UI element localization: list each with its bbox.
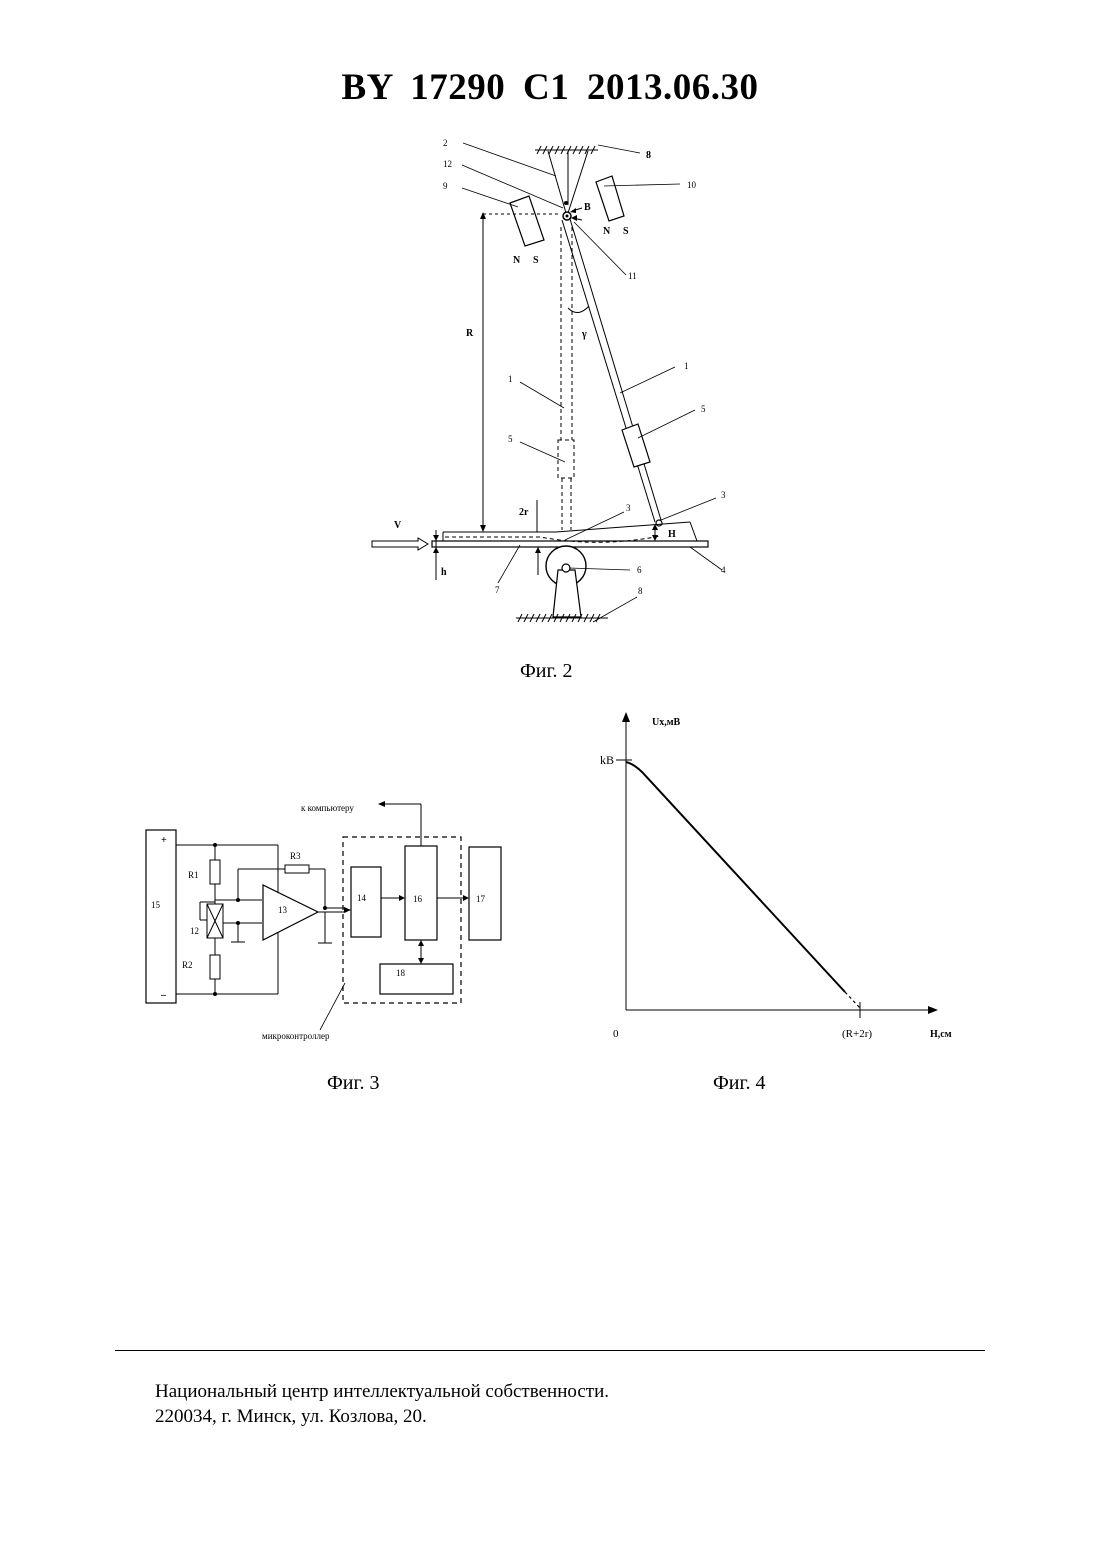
block-14-label: 14	[357, 893, 367, 903]
callout-8-bottom: 8	[638, 586, 643, 596]
y-axis-label: Ux,мВ	[652, 717, 681, 728]
footer-organization: Национальный центр интеллектуальной собс…	[155, 1381, 609, 1403]
callout-9: 9	[443, 181, 448, 191]
block-15-label: 15	[151, 900, 161, 910]
callout-5-left: 5	[508, 434, 513, 444]
sensor-12-label: 12	[190, 926, 199, 936]
footer-address: 220034, г. Минск, ул. Козлова, 20.	[155, 1406, 427, 1428]
figure-4-caption: Фиг. 4	[713, 1072, 765, 1095]
to-computer-label: к компьютеру	[301, 803, 354, 813]
y-tick-kb: kB	[600, 753, 614, 767]
block-18-label: 18	[396, 968, 406, 978]
callout-3-right: 3	[721, 490, 726, 500]
label-N-left: N	[513, 255, 521, 266]
figure-2-drawing: 2 12 9 8 10 11 1 1 5 5 3 3 4 6 7 8 R γ B…	[0, 0, 1100, 660]
label-h: h	[441, 567, 447, 578]
block-16-label: 16	[413, 894, 423, 904]
resistor-r3-label: R3	[290, 851, 301, 861]
callout-6: 6	[637, 565, 642, 575]
minus-terminal: –	[160, 990, 167, 1001]
x-tick-r-plus-2r: (R+2r)	[842, 1028, 872, 1040]
callout-1-left: 1	[508, 374, 513, 384]
callout-12: 12	[443, 159, 452, 169]
resistor-r1-label: R1	[188, 870, 199, 880]
resistor-r2-label: R2	[182, 960, 193, 970]
origin-label: 0	[613, 1028, 619, 1040]
label-R: R	[466, 328, 474, 339]
figure-3-circuit: к компьютеру + – 15 R1 R2 R3 12 13 14 16…	[0, 780, 540, 1080]
callout-8-top: 8	[646, 150, 651, 161]
x-axis-label: H,см	[930, 1029, 952, 1040]
figure-4-graph: Ux,мВ H,см 0 kB (R+2r)	[560, 700, 980, 1050]
microcontroller-label: микроконтроллер	[262, 1031, 330, 1041]
label-gamma: γ	[581, 329, 587, 340]
callout-7: 7	[495, 585, 500, 595]
label-S-right: S	[623, 226, 629, 237]
label-N-right: N	[603, 226, 611, 237]
block-17-label: 17	[476, 894, 486, 904]
callout-11: 11	[628, 271, 637, 281]
callout-5-right: 5	[701, 404, 706, 414]
callout-1-right: 1	[684, 361, 689, 371]
label-H: H	[668, 529, 676, 540]
footer-divider	[115, 1350, 985, 1351]
callout-10: 10	[687, 180, 697, 190]
label-B: B	[584, 202, 591, 213]
label-S-left: S	[533, 255, 539, 266]
label-2r: 2r	[519, 507, 529, 518]
figure-2-caption: Фиг. 2	[520, 660, 572, 683]
callout-2: 2	[443, 138, 448, 148]
callout-4: 4	[721, 565, 726, 575]
label-V: V	[394, 520, 402, 531]
figure-3-caption: Фиг. 3	[327, 1072, 379, 1095]
callout-3-mid: 3	[626, 503, 631, 513]
plus-terminal: +	[161, 835, 167, 846]
opamp-13-label: 13	[278, 905, 288, 915]
